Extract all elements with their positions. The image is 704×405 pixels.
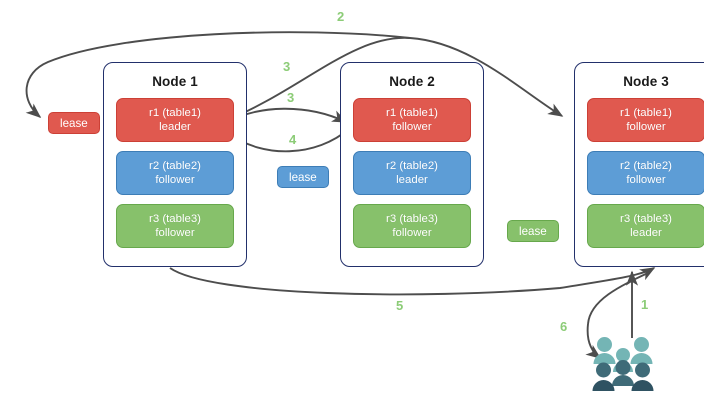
replica-role: follower [155,227,195,239]
replica-role: follower [392,121,432,133]
lease-chip-green[interactable]: lease [507,220,559,242]
replica-stack: r1 (table1) leader r2 (table2) follower … [104,98,246,248]
replica-stack: r1 (table1) follower r2 (table2) followe… [575,98,704,248]
people-group-icon [592,337,654,391]
lease-chip-red[interactable]: lease [48,112,100,134]
step-label-3a: 3 [283,59,291,74]
edge-step-5 [169,267,656,296]
node-box-3[interactable]: Node 3 r1 (table1) follower r2 (table2) … [574,62,704,267]
replica-role: follower [155,174,195,186]
step-label-1: 1 [641,297,649,312]
replica-role: leader [159,121,191,133]
replica-stack: r1 (table1) follower r2 (table2) leader … [341,98,483,248]
node-title: Node 3 [623,74,669,89]
replica-r3[interactable]: r3 (table3) leader [587,204,704,248]
replica-name: r1 (table1) [149,107,201,119]
replica-r1[interactable]: r1 (table1) follower [353,98,471,142]
replica-role: follower [626,121,666,133]
replica-r2[interactable]: r2 (table2) follower [116,151,234,195]
replica-role: follower [392,227,432,239]
lease-label: lease [60,116,88,130]
replica-r1[interactable]: r1 (table1) leader [116,98,234,142]
lease-chip-blue[interactable]: lease [277,166,329,188]
replica-role: leader [396,174,428,186]
replica-name: r2 (table2) [149,160,201,172]
replica-r2[interactable]: r2 (table2) leader [353,151,471,195]
replica-r3[interactable]: r3 (table3) follower [116,204,234,248]
replica-role: follower [626,174,666,186]
node-box-1[interactable]: Node 1 r1 (table1) leader r2 (table2) fo… [103,62,247,267]
lease-label: lease [289,170,317,184]
step-label-6: 6 [560,319,568,334]
step-label-4: 4 [289,132,297,147]
step-label-3b: 3 [287,90,295,105]
replica-role: leader [630,227,662,239]
replica-r2[interactable]: r2 (table2) follower [587,151,704,195]
replica-name: r1 (table1) [386,107,438,119]
node-title: Node 2 [389,74,435,89]
replica-r3[interactable]: r3 (table3) follower [353,204,471,248]
replica-name: r2 (table2) [620,160,672,172]
replica-r1[interactable]: r1 (table1) follower [587,98,704,142]
replica-name: r2 (table2) [386,160,438,172]
replica-name: r1 (table1) [620,107,672,119]
node-title: Node 1 [152,74,198,89]
replica-name: r3 (table3) [620,213,672,225]
node-box-2[interactable]: Node 2 r1 (table1) follower r2 (table2) … [340,62,484,267]
step-label-2: 2 [337,9,345,24]
replica-name: r3 (table3) [149,213,201,225]
lease-label: lease [519,224,547,238]
replica-name: r3 (table3) [386,213,438,225]
step-label-5: 5 [396,298,404,313]
